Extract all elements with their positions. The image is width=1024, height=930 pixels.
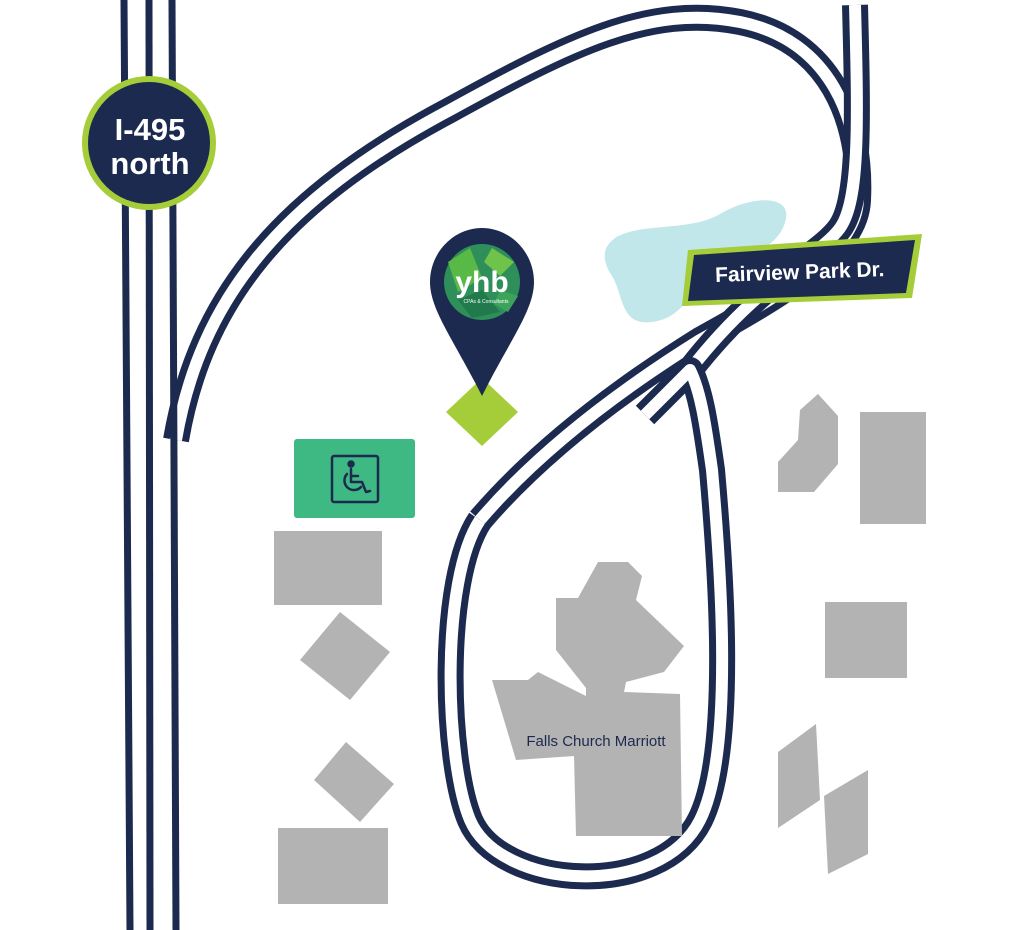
hotel-label: Falls Church Marriott [526, 733, 666, 750]
accessible-parking [294, 439, 415, 518]
pin-brand-text: yhb [455, 266, 508, 299]
hotel-building [492, 562, 684, 836]
buildings [274, 394, 926, 904]
pin-tagline-text: CPAs & Consultants [464, 299, 509, 305]
fairview-connector-road [679, 4, 870, 378]
entrance-marker [446, 378, 518, 446]
location-pin[interactable]: yhb CPAs & Consultants [430, 228, 534, 396]
building [778, 724, 820, 828]
building [825, 602, 907, 678]
highway-sign-line2: north [110, 146, 189, 181]
building [824, 770, 868, 874]
building [274, 531, 382, 605]
building [278, 828, 388, 904]
logo-facet [484, 248, 514, 276]
building [314, 742, 394, 822]
outer-loop-road [163, 4, 872, 529]
building [778, 394, 838, 492]
logo-facet [448, 248, 482, 292]
highway-sign-line1: I-495 [115, 112, 186, 147]
wheelchair-icon [343, 460, 372, 494]
building [860, 412, 926, 524]
hotel-loop-road [437, 357, 736, 890]
building [300, 612, 390, 700]
logo-facet [458, 290, 500, 318]
highway-sign: I-495 north [82, 76, 216, 210]
street-sign: Fairview Park Dr. [682, 234, 922, 306]
logo-facet [494, 290, 518, 312]
